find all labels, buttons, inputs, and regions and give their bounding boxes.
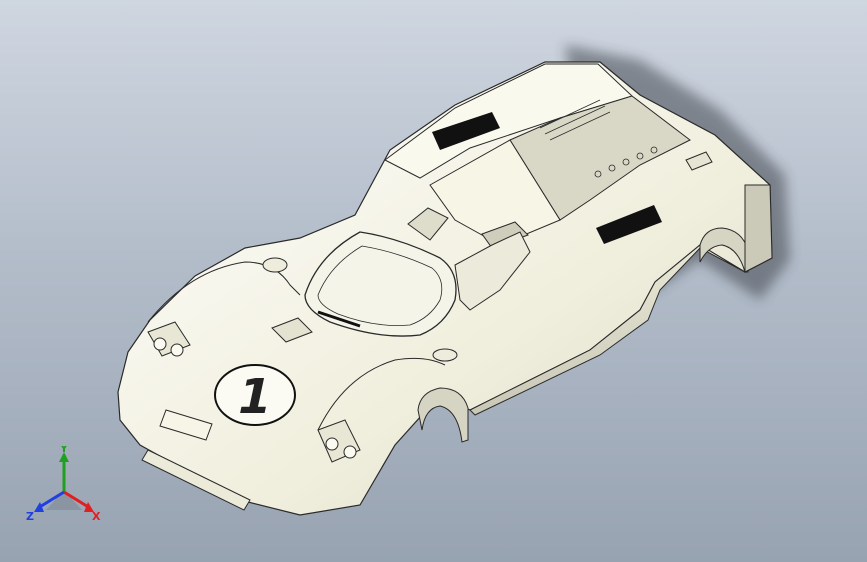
front-plate (159, 409, 213, 441)
front-fender-right (317, 357, 446, 431)
rear-square-vent (685, 151, 713, 171)
rear-wheel-arch (699, 227, 749, 273)
headlight-right (317, 419, 361, 463)
side-window (454, 231, 531, 311)
front-splitter (141, 449, 251, 511)
triad-base (46, 490, 82, 510)
wiper (317, 310, 361, 328)
z-axis-label: Z (26, 510, 34, 523)
vent-left (432, 112, 500, 150)
fuel-cap-right (432, 348, 458, 362)
vent-right (596, 205, 662, 244)
front-wheel-arch (417, 387, 469, 443)
front-fender-left (147, 261, 301, 323)
y-axis-arrow (59, 452, 69, 462)
x-axis-line (63, 490, 91, 510)
number-roundel (214, 364, 296, 426)
roof-scoop (407, 207, 449, 241)
rear-panel (744, 184, 773, 273)
hood-vent (271, 317, 313, 343)
headlight-left (147, 321, 191, 357)
y-axis-label: Y (59, 446, 69, 455)
engine-cover-top (429, 139, 561, 246)
engine-cover (509, 95, 691, 221)
windshield (304, 231, 457, 337)
z-axis-line (37, 490, 65, 510)
windshield-inner (317, 245, 443, 326)
z-axis-arrow (34, 502, 44, 512)
x-axis-arrow (84, 502, 94, 512)
spine-louvres (539, 99, 658, 178)
fuel-cap-left (262, 257, 288, 273)
side-scoop (481, 221, 529, 249)
orientation-triad[interactable]: Y X Z (24, 446, 104, 526)
x-axis-label: X (92, 510, 101, 523)
